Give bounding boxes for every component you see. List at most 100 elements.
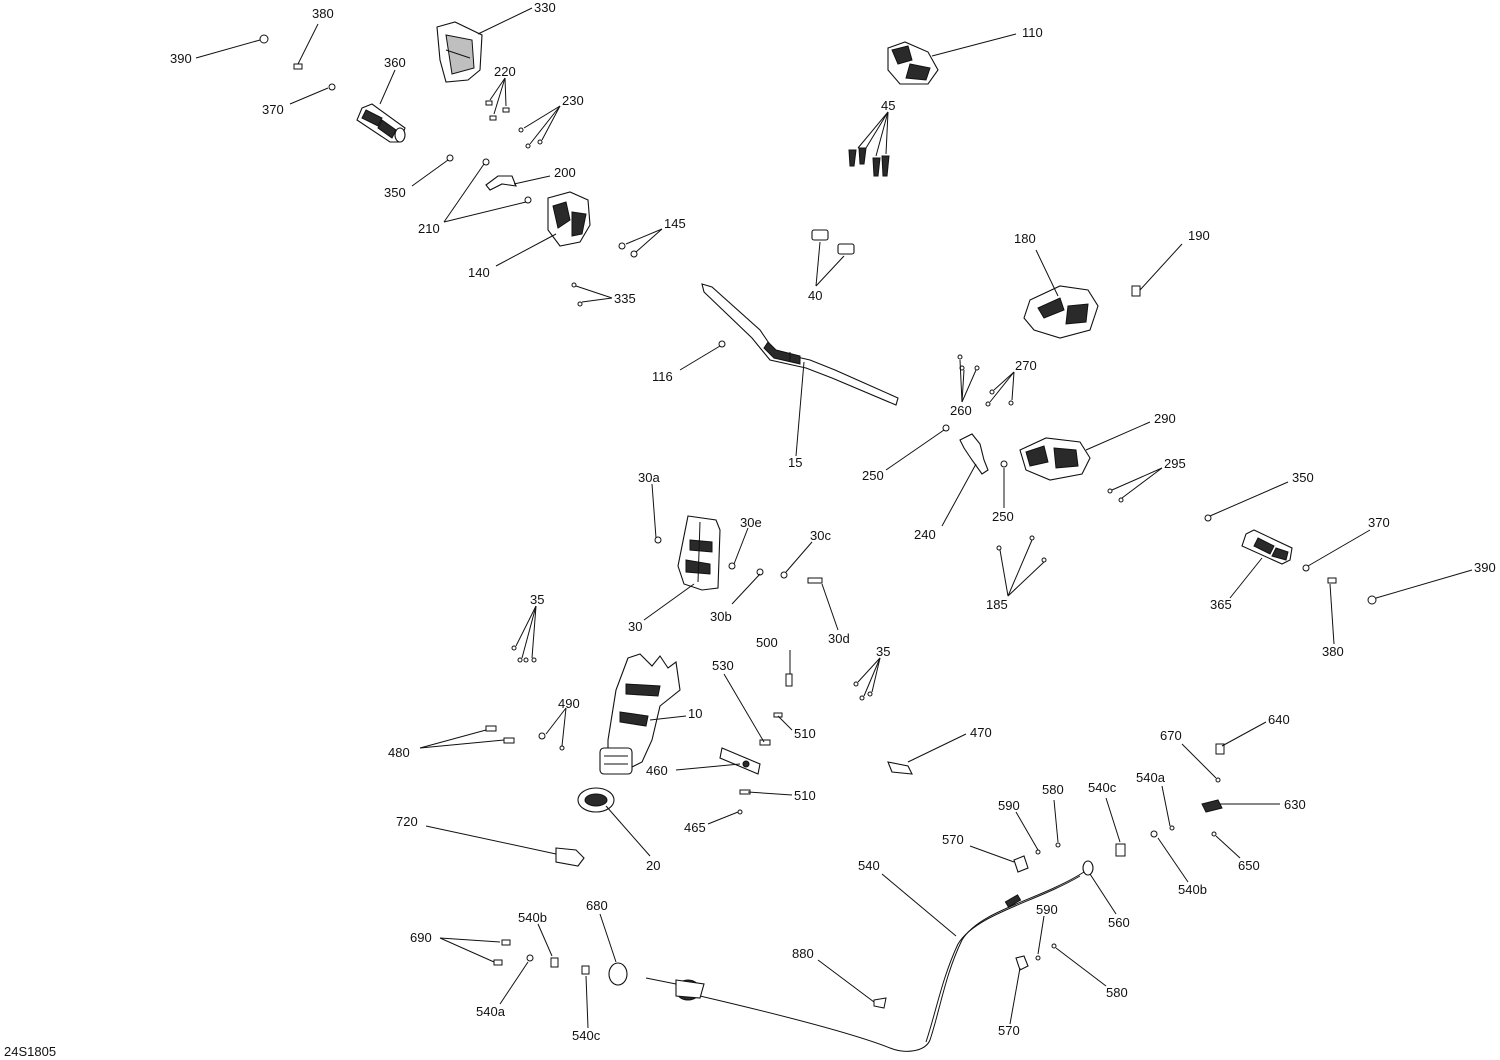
switch-housing-part xyxy=(436,21,483,83)
callout-540a-left: 540a xyxy=(476,1004,506,1019)
callout-370-right: 370 xyxy=(1368,515,1390,530)
callout-270: 270 xyxy=(1015,358,1037,373)
callout-30d: 30d xyxy=(828,631,850,646)
callout-560: 560 xyxy=(1108,915,1130,930)
callout-335: 335 xyxy=(614,291,636,306)
callout-530: 530 xyxy=(712,658,734,673)
callout-670: 670 xyxy=(1160,728,1182,743)
callout-880: 880 xyxy=(792,946,814,961)
callout-350: 350 xyxy=(384,185,406,200)
cable-540-part xyxy=(699,871,1085,1052)
o-ring-680-part xyxy=(608,962,628,986)
handlebar-part xyxy=(701,283,899,406)
washer-560-part xyxy=(1082,860,1094,876)
callout-210: 210 xyxy=(418,221,440,236)
callout-580-upper: 580 xyxy=(1042,782,1064,797)
left-master-cylinder-part xyxy=(547,191,591,247)
callout-240: 240 xyxy=(914,527,936,542)
callout-490: 490 xyxy=(558,696,580,711)
clip-570-part xyxy=(1013,855,1029,873)
callout-35-right: 35 xyxy=(876,644,890,659)
callout-590-lower: 590 xyxy=(1036,902,1058,917)
callout-190: 190 xyxy=(1188,228,1210,243)
callout-10: 10 xyxy=(688,706,702,721)
callout-35-left: 35 xyxy=(530,592,544,607)
callout-630: 630 xyxy=(1284,797,1306,812)
callout-380-right: 380 xyxy=(1322,644,1344,659)
callout-500: 500 xyxy=(756,635,778,650)
bracket-460-part xyxy=(719,747,761,775)
callout-230: 230 xyxy=(562,93,584,108)
callout-250-left: 250 xyxy=(862,468,884,483)
callout-580-lower: 580 xyxy=(1106,985,1128,1000)
callout-480: 480 xyxy=(388,745,410,760)
callout-220: 220 xyxy=(494,64,516,79)
callout-470: 470 xyxy=(970,725,992,740)
steering-column-part xyxy=(599,653,681,775)
bearing-part xyxy=(577,787,615,813)
callout-30: 30 xyxy=(628,619,642,634)
callout-540b-right: 540b xyxy=(1178,882,1207,897)
clip-part xyxy=(811,229,829,241)
callout-140: 140 xyxy=(468,265,490,280)
callout-640: 640 xyxy=(1268,712,1290,727)
callout-460: 460 xyxy=(646,763,668,778)
callout-200: 200 xyxy=(554,165,576,180)
clamp-470-part xyxy=(887,761,913,775)
callout-185: 185 xyxy=(986,597,1008,612)
callout-45: 45 xyxy=(881,98,895,113)
leader-lines xyxy=(195,7,1473,1029)
hardware-layer xyxy=(259,34,1377,1009)
clip-part xyxy=(837,243,855,255)
callout-20: 20 xyxy=(646,858,660,873)
callout-380: 380 xyxy=(312,6,334,21)
right-master-cylinder-part xyxy=(1019,437,1091,481)
callout-570-upper: 570 xyxy=(942,832,964,847)
callout-650: 650 xyxy=(1238,858,1260,873)
callout-180: 180 xyxy=(1014,231,1036,246)
top-clamp-part xyxy=(887,41,939,85)
brake-lever-part xyxy=(959,433,989,475)
callout-330: 330 xyxy=(534,0,556,15)
callout-680: 680 xyxy=(586,898,608,913)
callout-250-right: 250 xyxy=(992,509,1014,524)
callout-260: 260 xyxy=(950,403,972,418)
clip-570-part xyxy=(1015,955,1029,971)
clamp-bolts-part xyxy=(848,147,890,177)
clutch-slave-part xyxy=(645,977,705,1001)
steering-upper-housing-part xyxy=(677,515,721,591)
right-cover-part xyxy=(1023,285,1099,339)
callout-30b: 30b xyxy=(710,609,732,624)
callout-360: 360 xyxy=(384,55,406,70)
callout-540c-right: 540c xyxy=(1088,780,1117,795)
callout-30e: 30e xyxy=(740,515,762,530)
callout-465: 465 xyxy=(684,820,706,835)
callout-116: 116 xyxy=(652,369,673,384)
callout-690: 690 xyxy=(410,930,432,945)
callout-295: 295 xyxy=(1164,456,1186,471)
left-grip-part xyxy=(356,103,406,143)
callout-540a-right: 540a xyxy=(1136,770,1166,785)
drawing-code: 24S1805 xyxy=(4,1044,56,1059)
callout-510-upper: 510 xyxy=(794,726,816,741)
callout-540b-left: 540b xyxy=(518,910,547,925)
parts-layer xyxy=(259,21,1377,1052)
callout-370: 370 xyxy=(262,102,284,117)
callout-390: 390 xyxy=(170,51,192,66)
callout-40: 40 xyxy=(808,288,822,303)
screw-part xyxy=(1131,285,1141,297)
callout-350-right: 350 xyxy=(1292,470,1314,485)
callout-15: 15 xyxy=(788,455,802,470)
callout-30c: 30c xyxy=(810,528,831,543)
callout-365: 365 xyxy=(1210,597,1232,612)
callout-720: 720 xyxy=(396,814,418,829)
bracket-part xyxy=(555,847,585,867)
callout-290: 290 xyxy=(1154,411,1176,426)
right-grip-part xyxy=(1241,529,1293,565)
callout-110: 110 xyxy=(1022,25,1043,40)
callout-30a: 30a xyxy=(638,470,660,485)
callout-540c-left: 540c xyxy=(572,1028,601,1043)
callout-570-lower: 570 xyxy=(998,1023,1020,1038)
lever-part xyxy=(485,175,517,191)
